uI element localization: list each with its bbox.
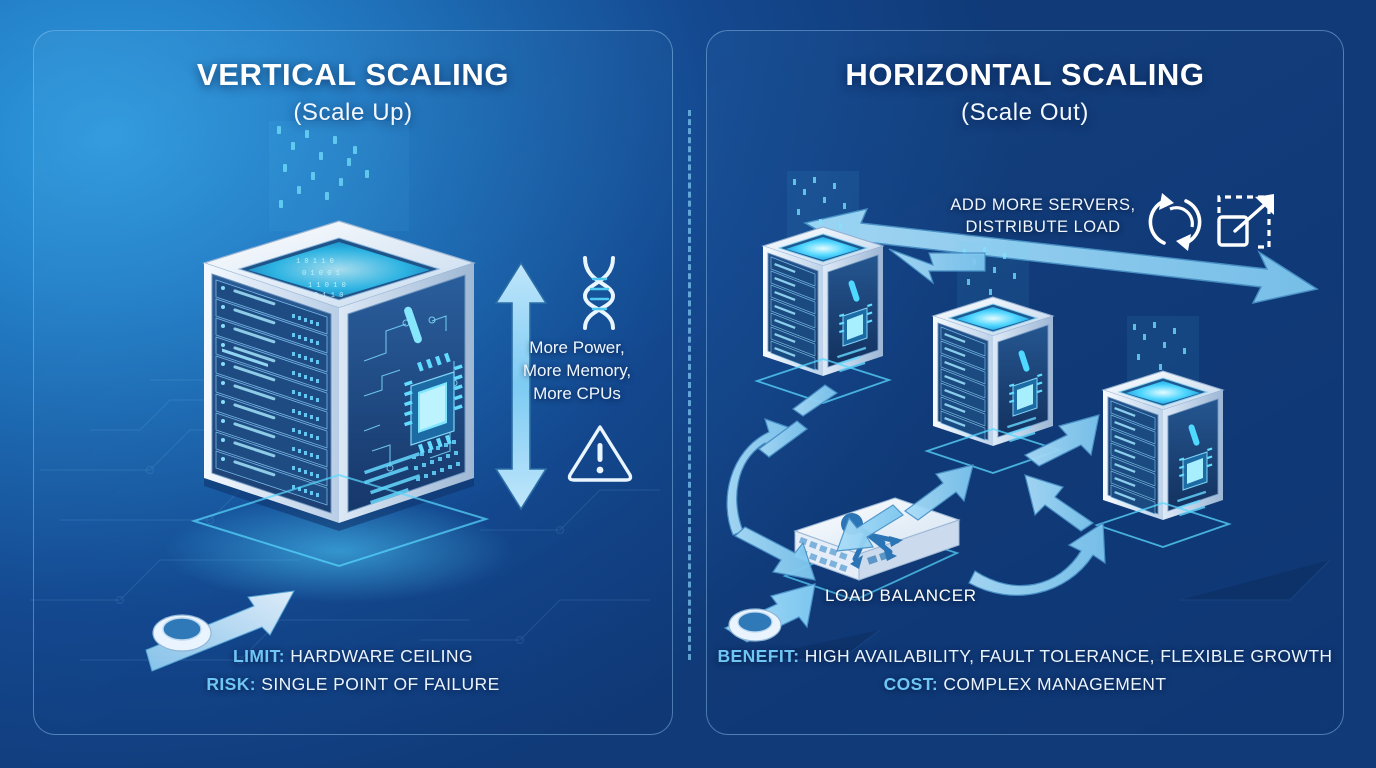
- footer-row-limit: LIMIT: HARDWARE CEILING: [34, 642, 672, 670]
- load-balancer-device: [782, 497, 961, 601]
- svg-text:0 1 0 0 1: 0 1 0 0 1: [302, 270, 340, 278]
- footer-value-limit: HARDWARE CEILING: [290, 646, 473, 666]
- vertical-panel-title: VERTICAL SCALING (Scale Up): [34, 57, 672, 127]
- panel-divider: [688, 110, 691, 660]
- footer-key-risk: RISK:: [206, 674, 256, 694]
- server-node-1: [754, 171, 892, 404]
- sync-arrows-icon: [1148, 199, 1202, 245]
- horizontal-panel-title: HORIZONTAL SCALING (Scale Out): [707, 57, 1343, 127]
- vertical-footer: LIMIT: HARDWARE CEILING RISK: SINGLE POI…: [34, 642, 672, 698]
- footer-row-benefit: BENEFIT: HIGH AVAILABILITY, FAULT TOLERA…: [707, 642, 1343, 670]
- footer-row-cost: COST: COMPLEX MANAGEMENT: [707, 670, 1343, 698]
- cpu-chip: [403, 352, 463, 454]
- client-inbound-arrow: [723, 583, 816, 643]
- cpu-chip-node-1: [839, 303, 873, 347]
- footer-value-benefit: HIGH AVAILABILITY, FAULT TOLERANCE, FLEX…: [804, 646, 1333, 666]
- horizontal-footer: BENEFIT: HIGH AVAILABILITY, FAULT TOLERA…: [707, 642, 1343, 698]
- warning-exclamation: [596, 443, 604, 474]
- svg-text:1 0 1 1 0: 1 0 1 1 0: [296, 258, 334, 266]
- dna-helix-icon: [582, 256, 616, 330]
- vertical-scaling-panel: VERTICAL SCALING (Scale Up): [33, 30, 673, 735]
- add-servers-callout: ADD MORE SERVERS, DISTRIBUTE LOAD: [943, 194, 1143, 238]
- footer-value-risk: SINGLE POINT OF FAILURE: [261, 674, 500, 694]
- server-node-3: [1094, 316, 1232, 548]
- cpu-chip-node-2: [1009, 373, 1043, 417]
- sync-arrow-heads: [1159, 193, 1191, 251]
- svg-text:1 1 0 1 0: 1 1 0 1 0: [308, 282, 346, 290]
- ring-node-icon-2: [728, 608, 782, 642]
- warning-triangle-icon: [567, 425, 633, 482]
- large-server-rack: 1 0 1 1 0 0 1 0 0 1 1 1 0 1 0 0 1 1 0: [202, 220, 476, 531]
- footer-row-risk: RISK: SINGLE POINT OF FAILURE: [34, 670, 672, 698]
- dna-rungs: [589, 277, 610, 311]
- expand-scale-icon: [1217, 194, 1274, 249]
- callout-line-1: ADD MORE SERVERS,: [950, 196, 1136, 214]
- benefit-line-1: More Power,: [529, 338, 625, 357]
- footer-key-cost: COST:: [883, 674, 939, 694]
- connector-arrows: [726, 248, 1106, 596]
- footer-key-benefit: BENEFIT:: [717, 646, 800, 666]
- load-balancer-label: LOAD BALANCER: [825, 586, 977, 605]
- page-title-2: HORIZONTAL SCALING: [845, 57, 1205, 92]
- footer-key-limit: LIMIT:: [233, 646, 285, 666]
- page-subtitle: (Scale Up): [293, 99, 413, 126]
- load-distribution-glyph: [841, 513, 900, 562]
- footer-value-cost: COMPLEX MANAGEMENT: [943, 674, 1167, 694]
- benefit-line-2: More Memory,: [522, 361, 632, 380]
- horizontal-scaling-illustration: [723, 171, 1319, 643]
- vertical-benefits-note: More Power, More Memory, More CPUs: [502, 336, 652, 405]
- page-title: VERTICAL SCALING: [196, 57, 510, 92]
- circuit-traces: [363, 315, 455, 467]
- horizontal-scaling-panel: HORIZONTAL SCALING (Scale Out): [706, 30, 1344, 735]
- callout-line-2: DISTRIBUTE LOAD: [965, 218, 1121, 236]
- server-node-2: [924, 241, 1062, 474]
- cpu-chip-node-3: [1179, 447, 1213, 491]
- benefit-line-3: More CPUs: [533, 384, 621, 403]
- page-subtitle-2: (Scale Out): [961, 99, 1089, 126]
- svg-text:0 1 1 0: 0 1 1 0: [314, 292, 343, 300]
